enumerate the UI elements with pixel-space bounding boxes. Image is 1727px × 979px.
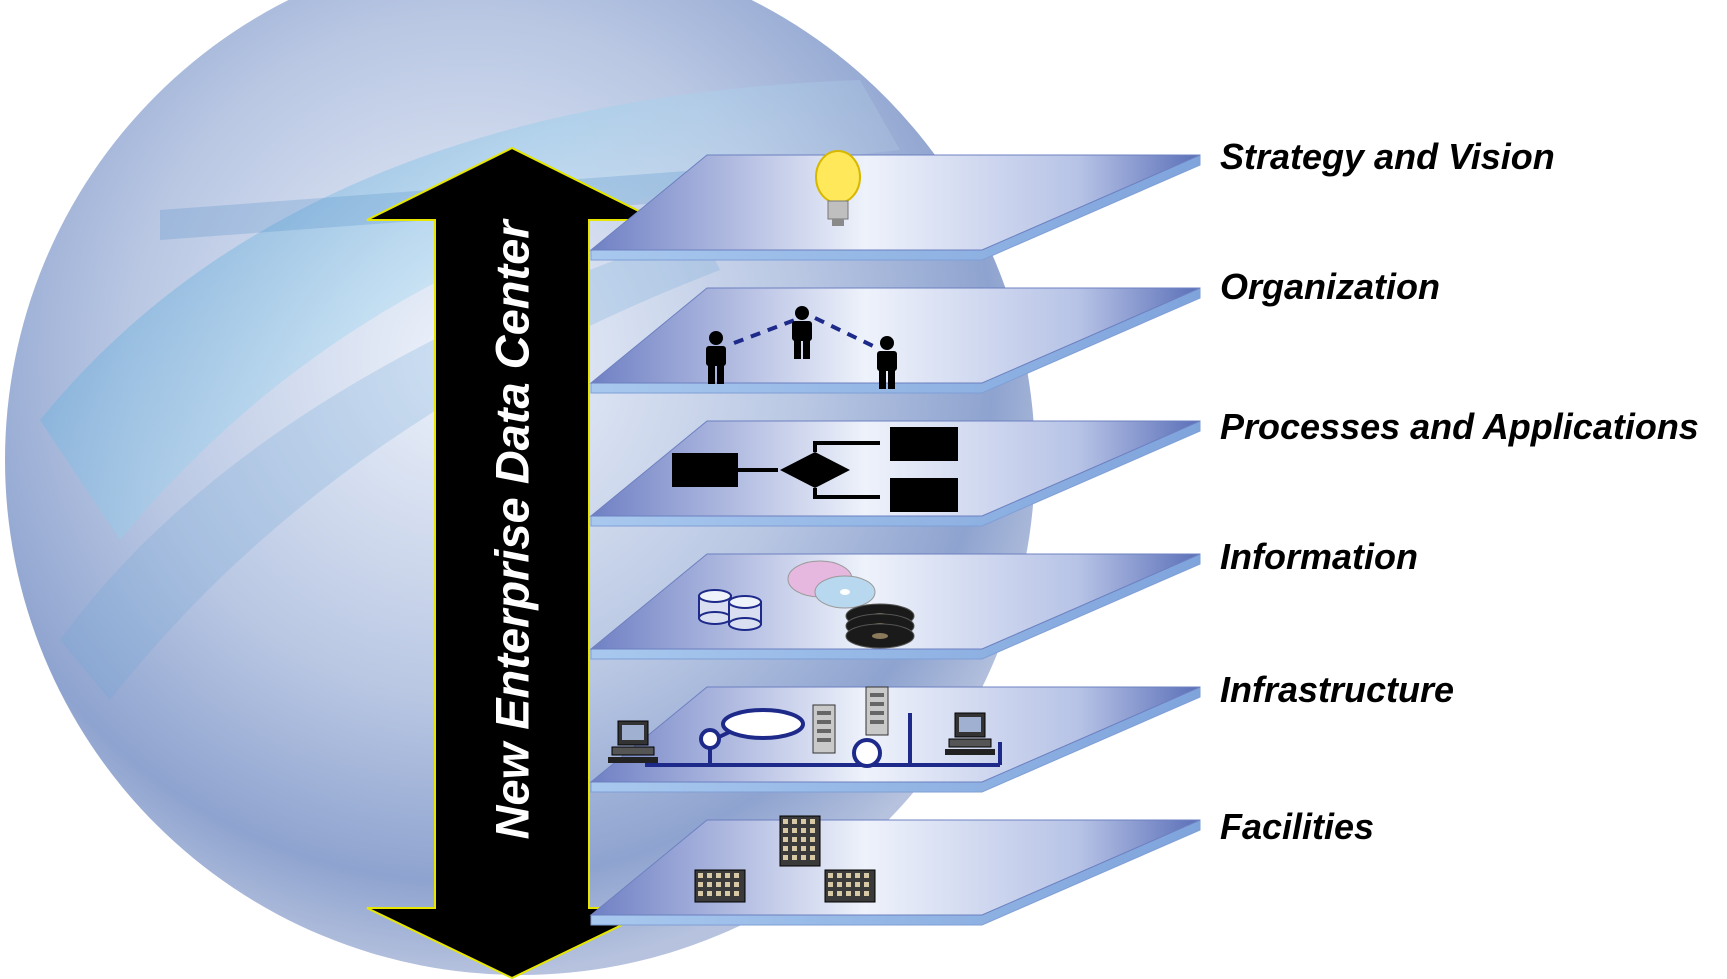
layer-plate-6 <box>589 815 1201 926</box>
people-network-icon <box>706 306 897 389</box>
layer-plate-5 <box>589 686 1201 793</box>
double-headed-arrow <box>366 146 658 979</box>
flowchart-icon <box>672 427 958 512</box>
layer-label-5: Infrastructure <box>1220 669 1455 710</box>
layer-label-1: Strategy and Vision <box>1220 136 1555 177</box>
layer-plate-1 <box>589 150 1201 261</box>
layer-label-3: Processes and Applications <box>1220 406 1699 447</box>
layer-plate-2 <box>589 287 1201 394</box>
layer-label-4: Information <box>1220 536 1418 577</box>
storage-media-icon <box>698 560 915 649</box>
network-icon <box>608 686 1002 768</box>
layer-stack <box>589 150 1201 926</box>
layer-plate-3 <box>589 420 1201 527</box>
layer-plate-4 <box>589 553 1201 660</box>
buildings-icon <box>694 815 876 903</box>
plate-top <box>589 287 1201 384</box>
layer-label-6: Facilities <box>1220 806 1375 847</box>
arrow-shape <box>366 146 658 979</box>
layer-label-2: Organization <box>1220 266 1441 307</box>
lightbulb-icon <box>815 150 861 226</box>
arrow-label: New Enterprise Data Center <box>485 220 539 840</box>
plate-top <box>589 420 1201 517</box>
plate-top <box>589 154 1201 251</box>
